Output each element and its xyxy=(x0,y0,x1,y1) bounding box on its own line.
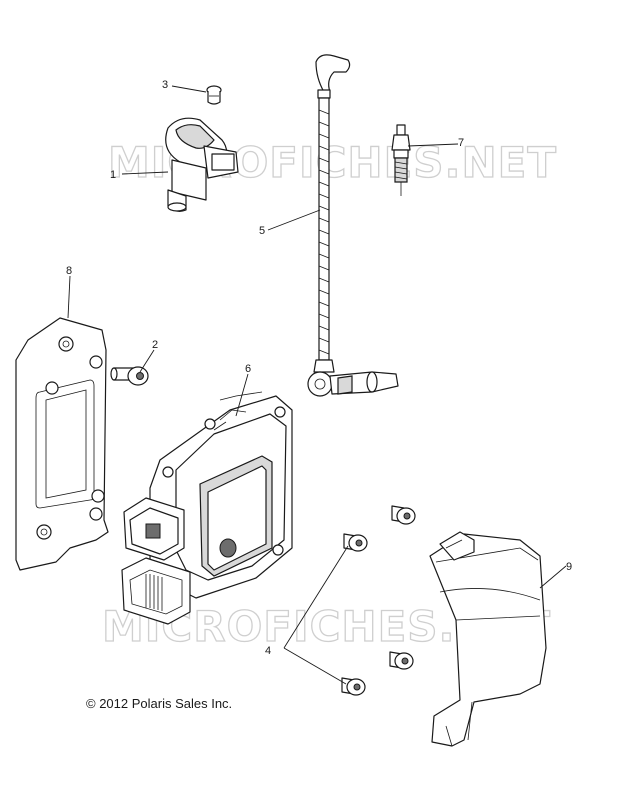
leader-4 xyxy=(283,545,349,685)
bolt-4a xyxy=(391,505,416,525)
callout-2: 2 xyxy=(152,339,158,351)
copyright-text: © 2012 Polaris Sales Inc. xyxy=(86,696,233,711)
leader-1 xyxy=(121,171,169,175)
cover-part-9 xyxy=(429,531,547,747)
screw-part-3 xyxy=(206,85,222,105)
bolt-4c xyxy=(389,651,414,670)
leader-5 xyxy=(267,209,321,231)
leader-3 xyxy=(171,85,207,93)
spark-plug-wire-part-5 xyxy=(307,54,399,397)
callout-7: 7 xyxy=(458,137,464,149)
callout-3: 3 xyxy=(162,79,168,91)
leader-8 xyxy=(67,275,71,319)
callout-9: 9 xyxy=(566,561,572,573)
leader-9 xyxy=(539,565,567,589)
bolt-4d xyxy=(341,677,366,696)
callout-6: 6 xyxy=(245,363,251,375)
callout-4: 4 xyxy=(265,645,271,657)
bracket-part-8 xyxy=(15,317,109,571)
ignition-coil-part-1 xyxy=(165,117,239,212)
callout-8: 8 xyxy=(66,265,72,277)
leader-6 xyxy=(235,373,249,417)
bolt-4b xyxy=(343,533,368,552)
leader-7 xyxy=(407,143,459,147)
ecu-module-part-6 xyxy=(121,391,293,625)
spark-plug-part-7 xyxy=(391,124,411,196)
callout-1: 1 xyxy=(110,169,116,181)
bolts-part-4 xyxy=(341,505,416,696)
leader-2 xyxy=(139,349,155,373)
bolt-part-2 xyxy=(110,366,149,386)
callout-5: 5 xyxy=(259,225,265,237)
